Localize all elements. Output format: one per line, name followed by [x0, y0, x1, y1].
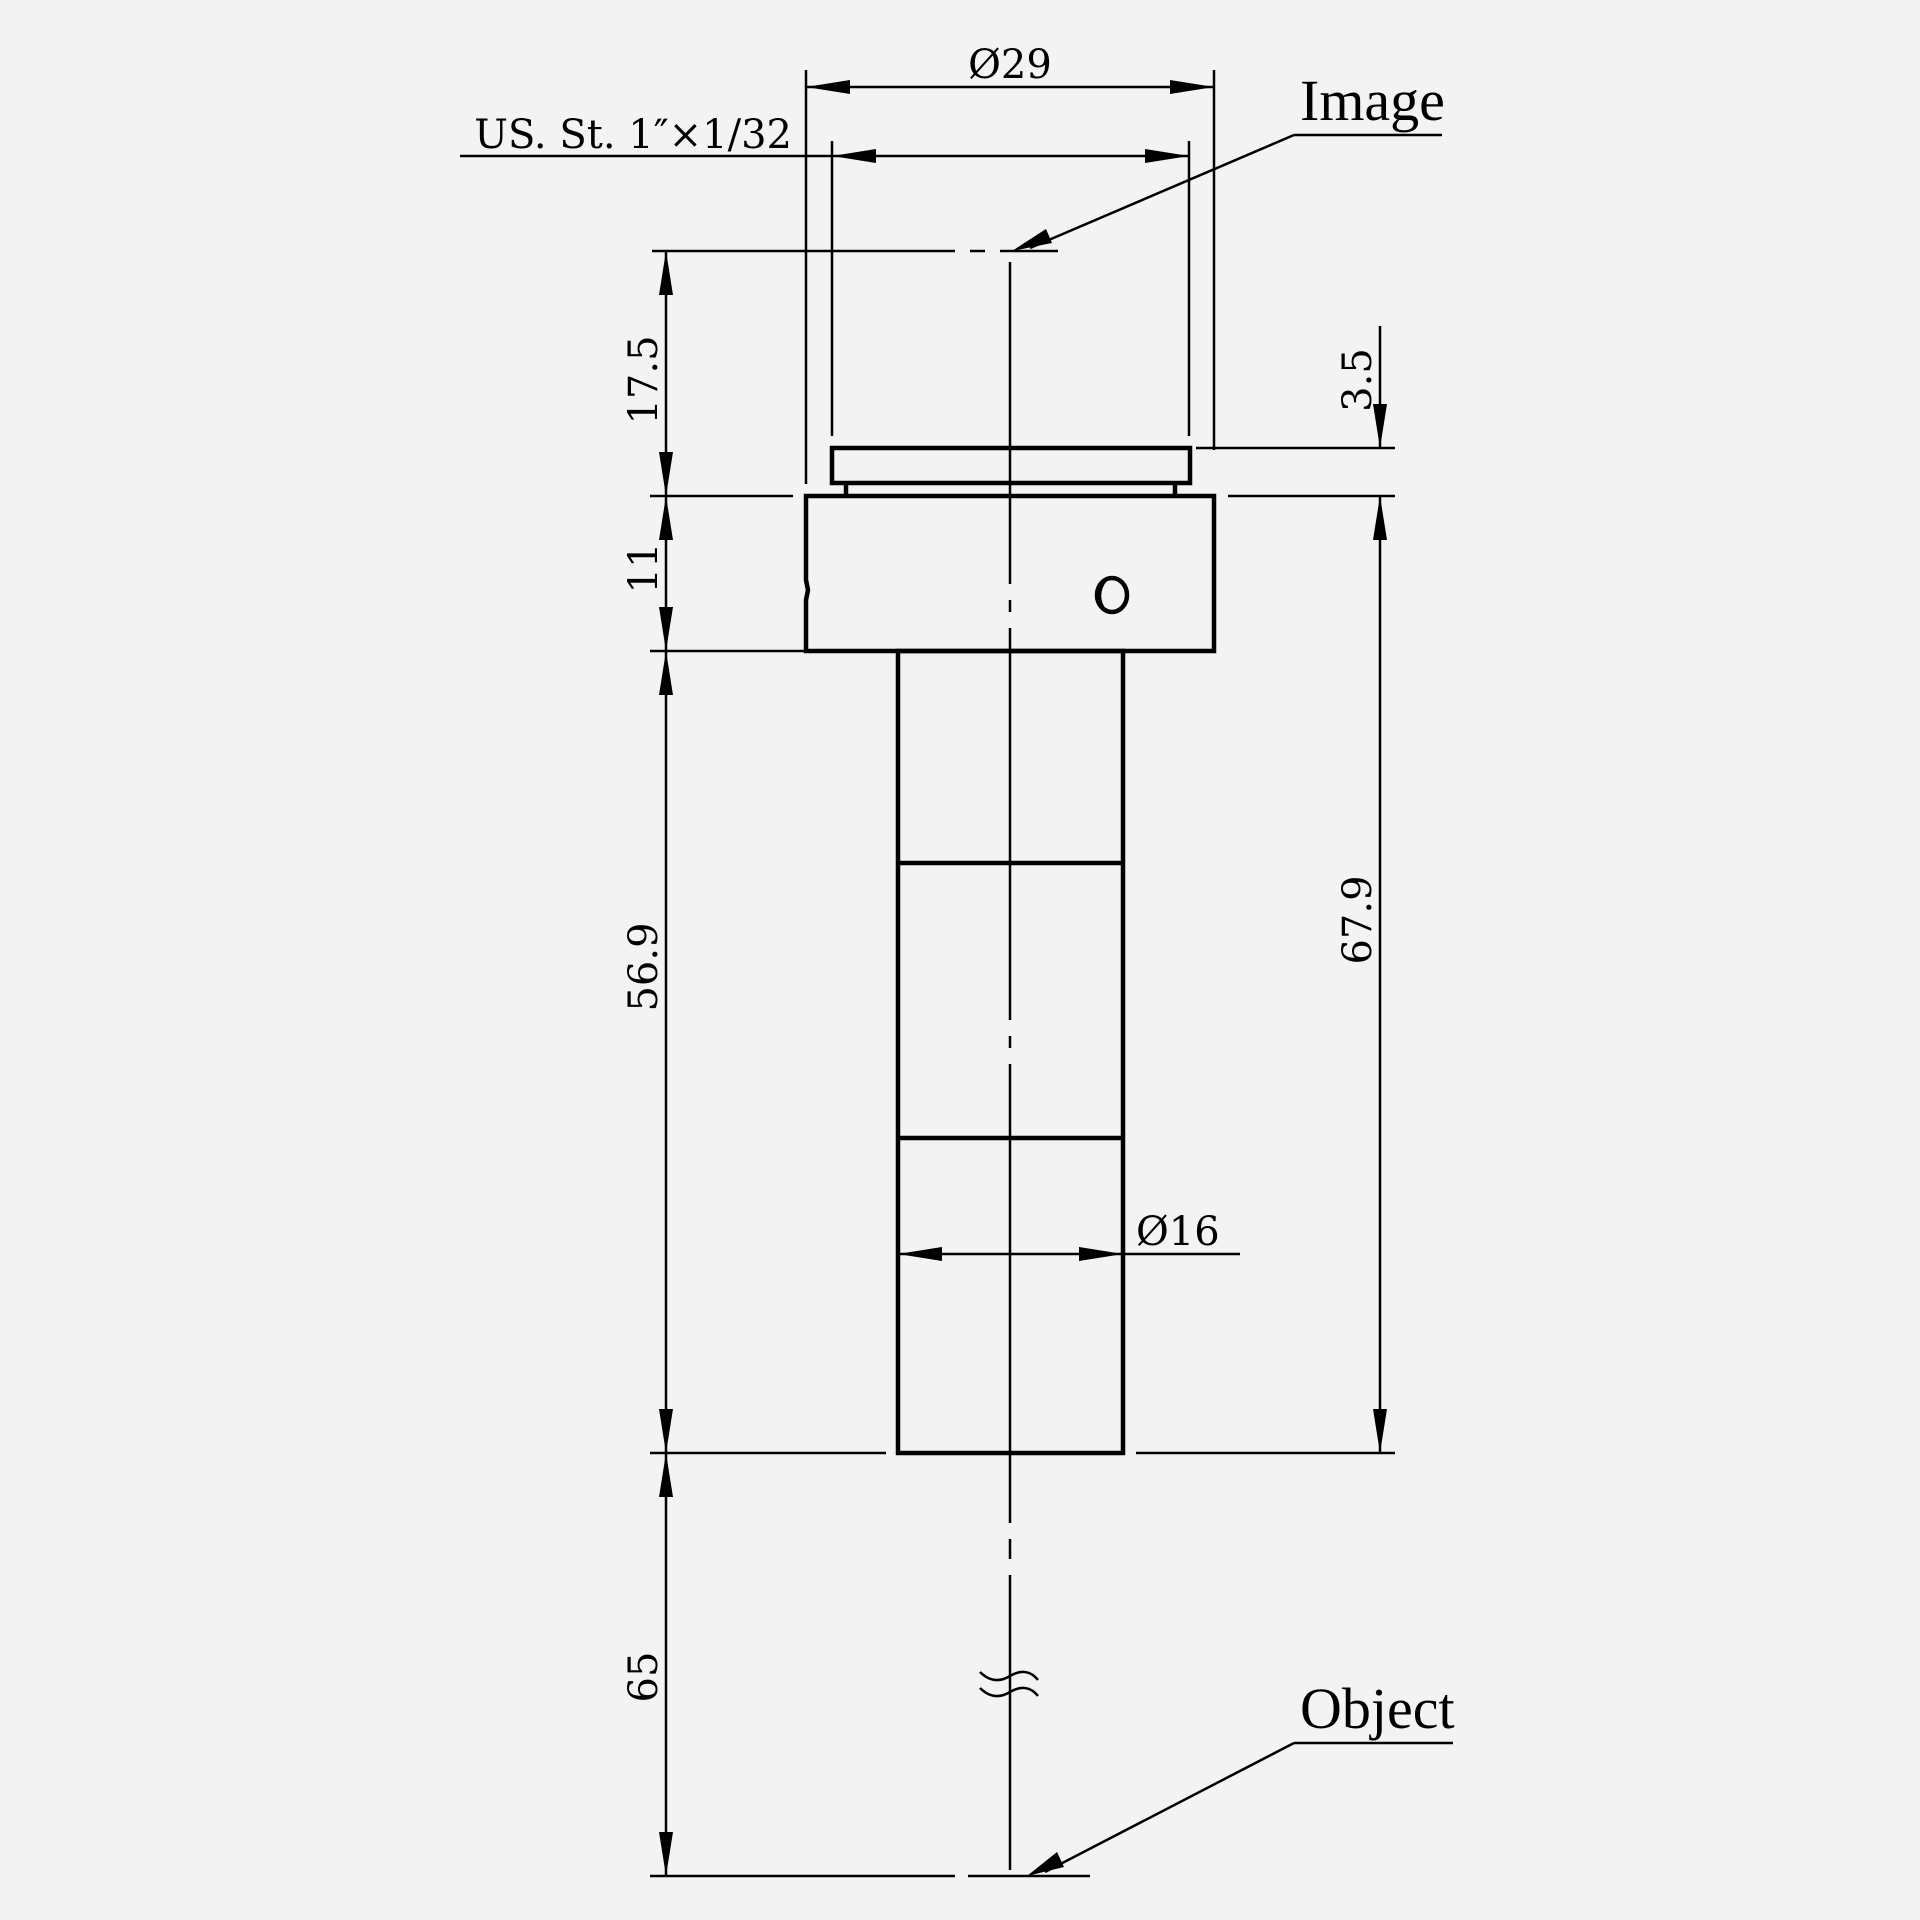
- dim-thread: US. St. 1″×1/32: [474, 112, 1189, 163]
- right-dimensions: 3.5 67.9: [1335, 326, 1387, 1453]
- main-housing: [803, 493, 1217, 654]
- tube-diameter-text: Ø16: [1136, 1209, 1220, 1255]
- set-screw-icon: [1094, 575, 1130, 615]
- body-height-text: 11: [621, 543, 667, 594]
- dim-outer-diameter: Ø29: [806, 42, 1214, 94]
- extension-lines: [460, 70, 1395, 1878]
- object-callout: Object: [1027, 1676, 1455, 1876]
- thread-ring: [829, 445, 1193, 486]
- dim-tube-diameter: Ø16: [898, 1209, 1240, 1261]
- outer-diameter-text: Ø29: [968, 42, 1052, 88]
- image-label: Image: [1300, 68, 1445, 133]
- lens-body: [803, 445, 1217, 1456]
- thread-spec-text: US. St. 1″×1/32: [474, 112, 792, 158]
- break-symbol-icon: [979, 1670, 1039, 1698]
- flange-to-image-text: 17.5: [621, 335, 667, 424]
- image-callout: Image: [1012, 68, 1445, 251]
- tube-length-text: 56.9: [621, 922, 667, 1011]
- object-label: Object: [1300, 1676, 1455, 1741]
- left-dimensions: 17.5 11 56.9 65: [621, 251, 673, 1876]
- tube: [895, 648, 1126, 1456]
- working-distance-text: 65: [621, 1652, 667, 1703]
- total-length-text: 67.9: [1335, 875, 1381, 964]
- ring-height-text: 3.5: [1335, 348, 1381, 412]
